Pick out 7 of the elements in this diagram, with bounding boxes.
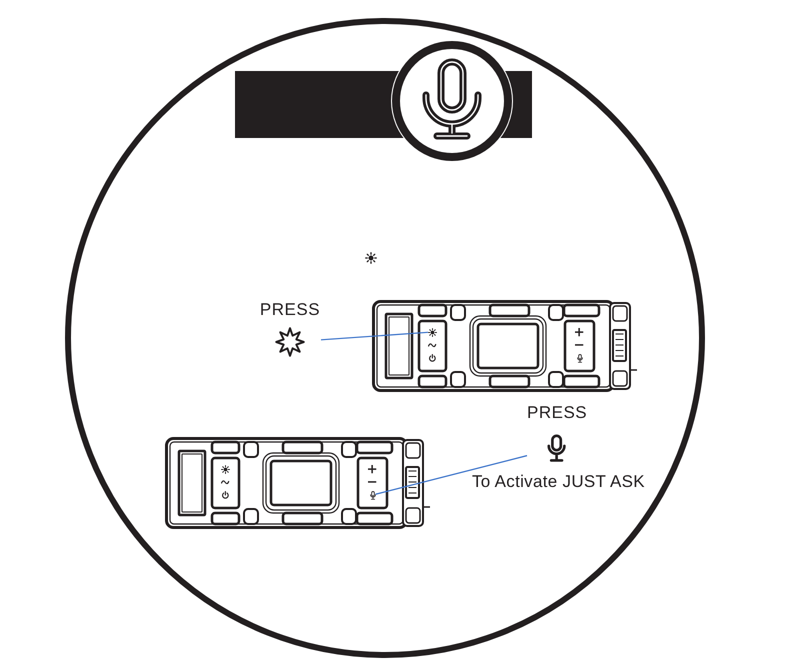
callout-label: PRESS	[259, 300, 321, 320]
leader-line	[320, 332, 428, 340]
instruction-text: To Activate JUST ASK	[472, 472, 645, 492]
sun-icon	[428, 328, 437, 336]
leader-line	[375, 455, 528, 495]
microphone-icon	[370, 490, 376, 500]
callout-label: PRESS	[527, 403, 587, 423]
